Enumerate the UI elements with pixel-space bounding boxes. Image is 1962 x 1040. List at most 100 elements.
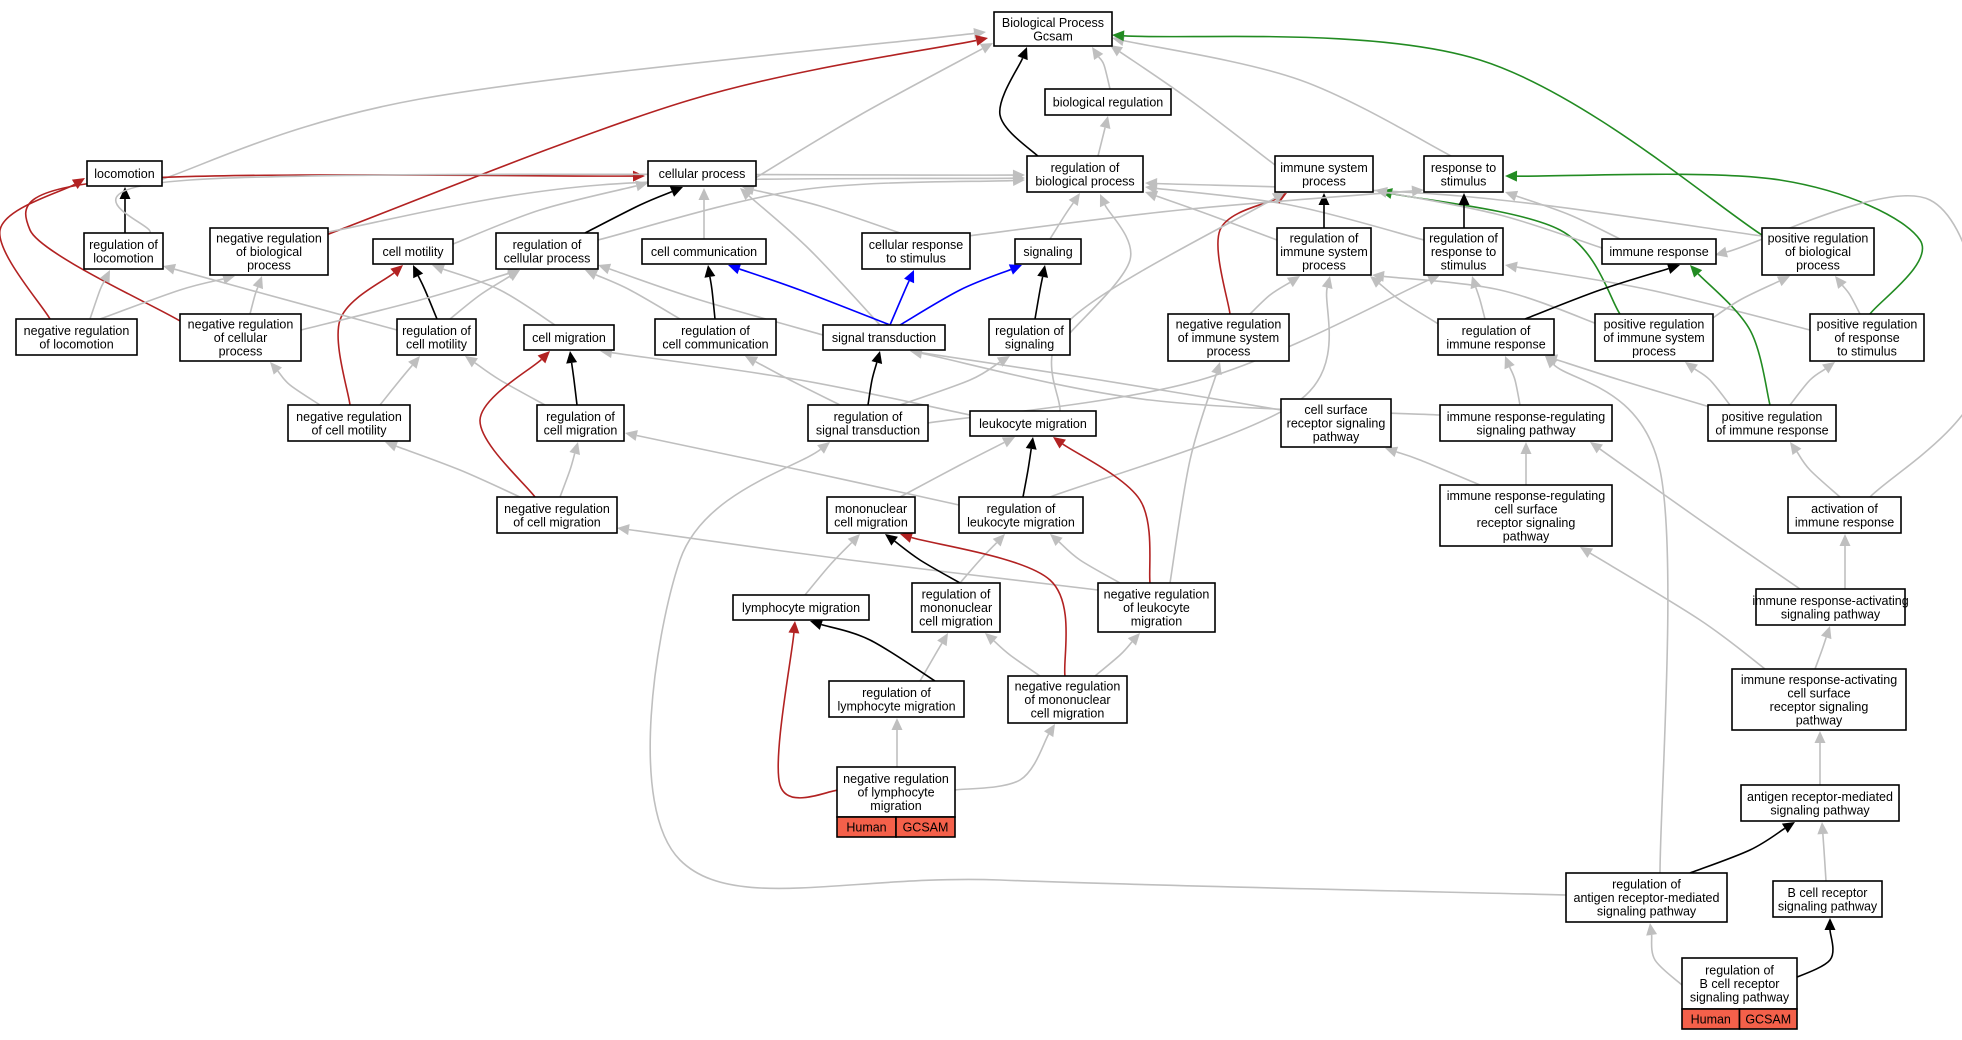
edge-posregimmresp-to-posregresp: [1789, 362, 1835, 406]
arrow-head-icon: [1050, 534, 1063, 547]
edge-line: [0, 183, 76, 320]
arrow-head-icon: [1839, 534, 1851, 546]
arrow-head-icon: [810, 619, 824, 630]
node-bioreg[interactable]: biological regulation: [1044, 88, 1172, 116]
edge-cellresp-to-resp: [967, 185, 1424, 237]
edge-bcr-to-antigen: [1817, 822, 1829, 882]
edge-line: [277, 370, 321, 406]
arrow-head-icon: [569, 442, 580, 456]
node-label-line: to stimulus: [1837, 345, 1897, 359]
edge-reglymph-to-lymph: [810, 619, 936, 682]
node-box: [1439, 404, 1613, 442]
edge-line: [1589, 552, 1766, 670]
node-label-line: of biological: [1785, 245, 1851, 259]
node-label-line: regulation of: [987, 502, 1056, 516]
node-cellproc[interactable]: cellular process: [647, 160, 757, 187]
node-label-line: regulation of: [546, 410, 615, 424]
node-leukmig[interactable]: leukocyte migration: [969, 410, 1097, 437]
arrow-head-icon: [163, 263, 177, 275]
edge-line: [609, 268, 824, 336]
node-cellmot[interactable]: cell motility: [372, 238, 454, 265]
arrow-head-icon: [1025, 437, 1037, 450]
arrow-head-icon: [740, 188, 753, 201]
arrow-head-icon: [1781, 822, 1795, 834]
edge-line: [249, 286, 259, 315]
edge-regcellcomm-to-regcellproc: [585, 269, 681, 320]
edge-line: [753, 189, 901, 234]
node-cellcomm[interactable]: cell communication: [641, 238, 767, 265]
edge-posregimmsys-to-regimmsys: [1372, 270, 1601, 326]
edge-line: [628, 528, 1099, 591]
arrow-head-icon: [566, 351, 578, 364]
node-loco[interactable]: locomotion: [86, 160, 163, 187]
node-signaling[interactable]: signaling: [1014, 238, 1082, 265]
edge-negregmot-to-regcellmot: [379, 356, 420, 406]
node-label-line: receptor signaling: [1770, 700, 1869, 714]
edge-negregcell-to-negregbio: [249, 276, 264, 315]
edge-line: [1789, 929, 1834, 981]
edge-line: [89, 280, 106, 320]
edge-line: [1475, 287, 1486, 320]
node-label-line: of lymphocyte: [857, 786, 934, 800]
arrow-head-icon: [1008, 264, 1022, 275]
node-sigtrans[interactable]: signal transduction: [822, 324, 946, 351]
arrow-head-icon: [408, 356, 420, 369]
node-label-line: process: [247, 259, 291, 273]
node-label-line: cell motility: [382, 245, 444, 259]
arrow-head-icon: [1286, 276, 1300, 288]
arrow-head-icon: [1318, 193, 1330, 205]
arrow-head-icon: [270, 362, 283, 375]
node-lymph[interactable]: lymphocyte migration: [732, 594, 870, 621]
node-immresp[interactable]: immune response: [1601, 238, 1717, 265]
edge-line: [1123, 35, 1766, 238]
node-label-line: immune response-activating: [1741, 673, 1897, 687]
node-cellmig[interactable]: cell migration: [523, 324, 615, 351]
edge-line: [417, 275, 438, 320]
edge-sigtrans-to-signaling: [899, 264, 1022, 326]
arrow-head-icon: [598, 263, 612, 275]
